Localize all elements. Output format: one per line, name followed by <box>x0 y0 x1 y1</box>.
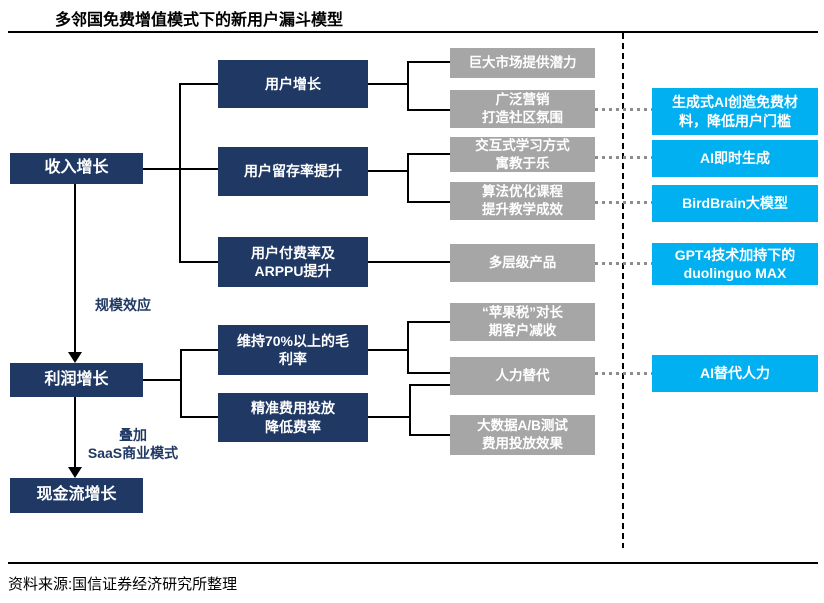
node-bigdata-ab-test: 大数据A/B测试 费用投放效果 <box>450 415 595 455</box>
label-saas-model: 叠加 SaaS商业模式 <box>87 427 179 461</box>
node-expense-control: 精准费用投放 降低费率 <box>218 393 368 442</box>
connector-to-user-growth <box>179 83 218 85</box>
connector-retention-h <box>368 170 409 172</box>
node-ai-replaces-labor: AI替代人力 <box>652 355 818 392</box>
title-divider <box>8 31 818 33</box>
connector-to-labor-upper <box>407 372 450 374</box>
node-ai-realtime-generation: AI即时生成 <box>652 140 818 177</box>
connector-to-expense <box>180 416 218 418</box>
node-profit-growth: 利润增长 <box>10 363 143 397</box>
node-birdbrain-model: BirdBrain大模型 <box>652 185 818 222</box>
connector-profit-trunk-v <box>180 349 182 418</box>
connector-retention-v <box>407 153 409 203</box>
node-apple-tax: “苹果税”对长 期客户减收 <box>450 303 595 341</box>
connector-to-gross-margin <box>180 349 218 351</box>
connector-to-market <box>407 61 450 63</box>
node-retention: 用户留存率提升 <box>218 147 368 196</box>
node-gpt4-duolingo-max: GPT4技术加持下的 duolinguo MAX <box>652 243 818 285</box>
node-revenue-growth: 收入增长 <box>10 153 143 184</box>
dotted-tiered-to-gpt4 <box>595 262 652 265</box>
connector-revenue-trunk-v <box>179 83 181 263</box>
dashed-separator-line <box>622 33 624 548</box>
connector-to-marketing <box>407 109 450 111</box>
connector-expense-h <box>368 416 411 418</box>
node-algorithm-courses: 算法优化课程 提升教学成效 <box>450 182 595 220</box>
node-tiered-products: 多层级产品 <box>450 244 595 282</box>
page-title: 多邻国免费增值模式下的新用户漏斗模型 <box>55 12 344 29</box>
connector-profit-trunk-h <box>143 379 182 381</box>
node-interactive-learning: 交互式学习方式 寓教于乐 <box>450 137 595 172</box>
connector-usergrowth-v <box>407 61 409 111</box>
connector-to-interactive <box>407 153 450 155</box>
dotted-labor-to-ai-replace <box>595 372 652 375</box>
node-gross-margin: 维持70%以上的毛 利率 <box>218 325 368 375</box>
arrow-profit-to-cashflow-head <box>68 467 82 478</box>
connector-margin-v <box>407 321 409 374</box>
node-labor-substitution: 人力替代 <box>450 357 595 395</box>
dotted-interactive-to-realtime <box>595 156 652 159</box>
dotted-algorithm-to-birdbrain <box>595 201 652 204</box>
connector-usergrowth-h <box>368 83 409 85</box>
node-cashflow-growth: 现金流增长 <box>10 478 143 513</box>
arrow-revenue-to-profit-stem <box>74 184 76 353</box>
label-scale-effect: 规模效应 <box>95 297 151 313</box>
node-payment-arppu: 用户付费率及 ARPPU提升 <box>218 237 368 287</box>
arrow-profit-to-cashflow-stem <box>74 397 76 468</box>
footer-divider <box>8 562 818 564</box>
connector-to-payment-arppu <box>179 261 218 263</box>
node-user-growth: 用户增长 <box>218 60 368 108</box>
connector-expense-v <box>409 384 411 436</box>
connector-to-tiered <box>368 261 450 263</box>
arrow-revenue-to-profit-head <box>68 352 82 363</box>
node-broad-marketing: 广泛营销 打造社区氛围 <box>450 90 595 128</box>
connector-to-apple-tax <box>407 321 450 323</box>
node-huge-market: 巨大市场提供潜力 <box>450 48 595 78</box>
connector-margin-h <box>368 349 409 351</box>
connector-to-ab-test <box>409 434 450 436</box>
connector-to-algorithm <box>407 201 450 203</box>
dotted-marketing-to-genai <box>595 108 652 111</box>
source-note: 资料来源:国信证券经济研究所整理 <box>8 576 238 593</box>
node-genai-free-materials: 生成式AI创造免费材 料，降低用户门槛 <box>652 88 818 135</box>
connector-to-labor-lower <box>409 384 450 386</box>
